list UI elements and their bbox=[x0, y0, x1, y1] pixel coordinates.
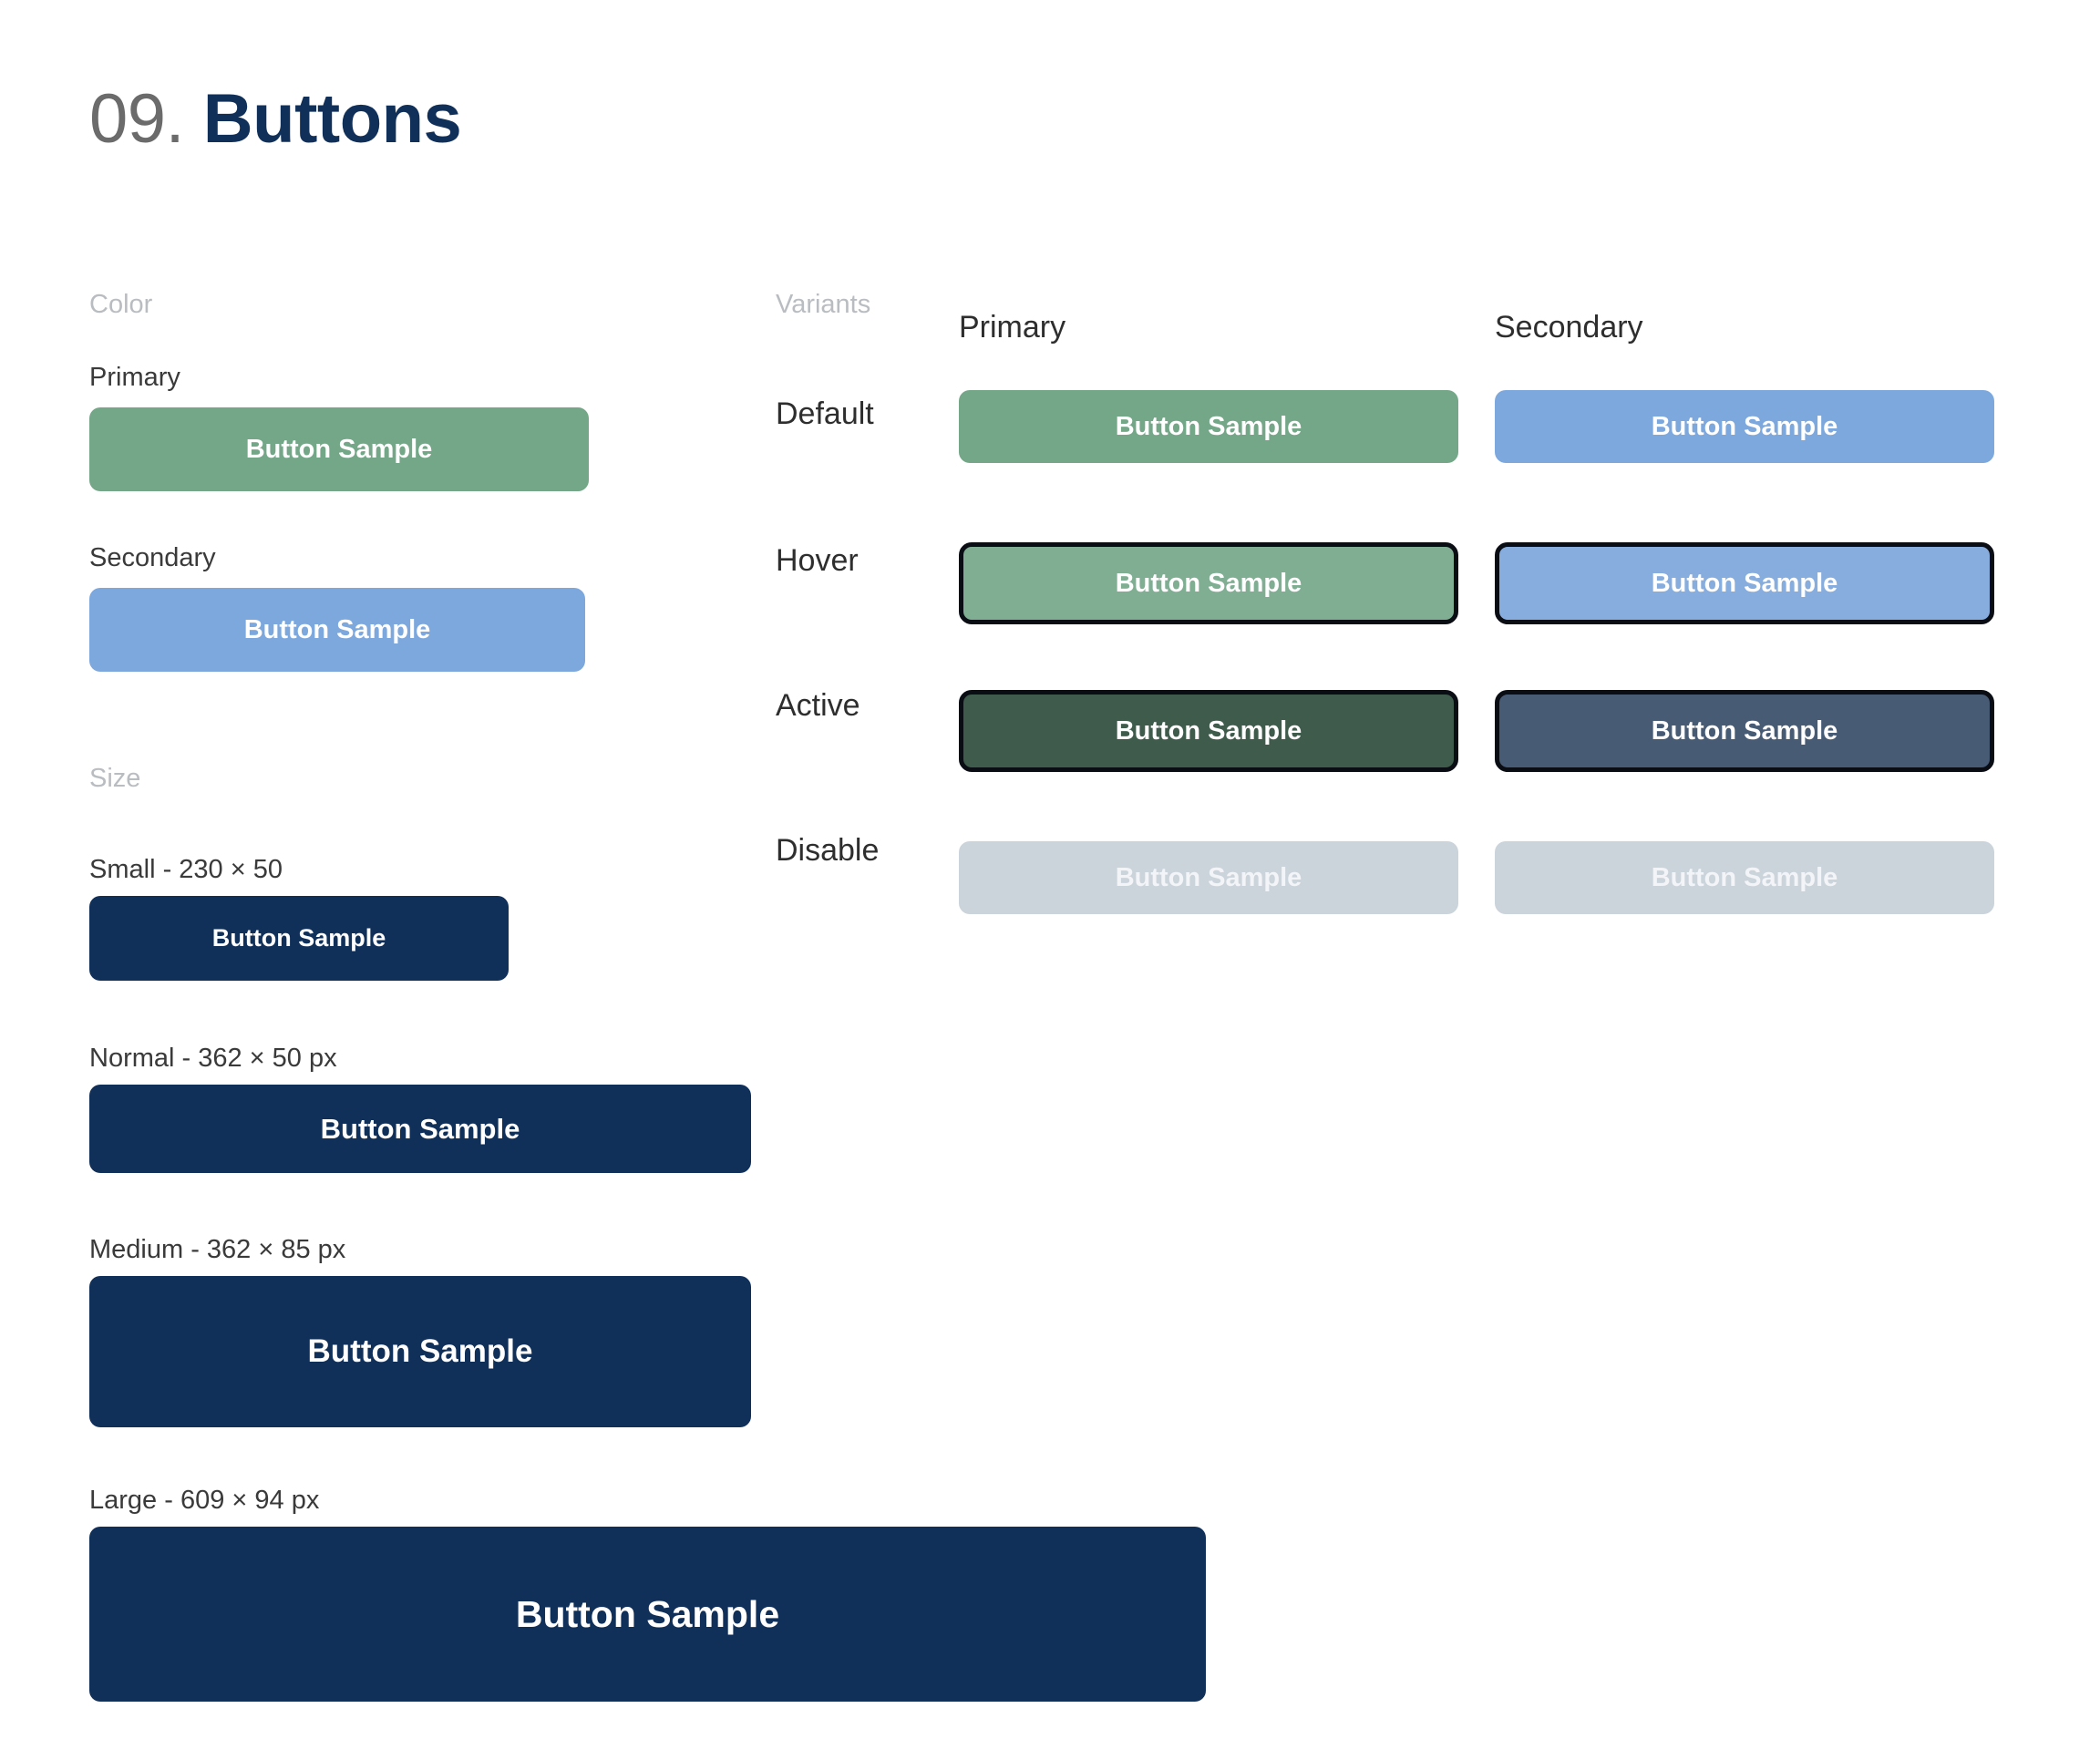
variants-section-heading: Variants bbox=[776, 290, 871, 319]
size-large-button[interactable]: Button Sample bbox=[89, 1527, 1206, 1702]
variant-secondary-hover-button[interactable]: Button Sample bbox=[1495, 542, 1994, 624]
variants-row-label-active: Active bbox=[776, 688, 860, 723]
size-normal-button[interactable]: Button Sample bbox=[89, 1085, 751, 1173]
variant-primary-hover-button[interactable]: Button Sample bbox=[959, 542, 1458, 624]
page-title-number: 09. bbox=[89, 80, 185, 158]
size-small-label: Small - 230 × 50 bbox=[89, 855, 283, 884]
size-medium-button[interactable]: Button Sample bbox=[89, 1276, 751, 1427]
color-section-heading: Color bbox=[89, 290, 153, 319]
size-small-button[interactable]: Button Sample bbox=[89, 896, 509, 981]
color-secondary-button[interactable]: Button Sample bbox=[89, 588, 585, 672]
variant-primary-disable-button: Button Sample bbox=[959, 841, 1458, 914]
variants-column-header-primary: Primary bbox=[959, 310, 1066, 345]
variant-secondary-default-button[interactable]: Button Sample bbox=[1495, 390, 1994, 463]
variants-column-header-secondary: Secondary bbox=[1495, 310, 1643, 345]
page-title-name: Buttons bbox=[202, 80, 462, 158]
size-section-heading: Size bbox=[89, 764, 141, 793]
color-secondary-label: Secondary bbox=[89, 543, 216, 572]
variant-secondary-active-button[interactable]: Button Sample bbox=[1495, 690, 1994, 772]
size-normal-label: Normal - 362 × 50 px bbox=[89, 1044, 337, 1073]
color-primary-label: Primary bbox=[89, 363, 180, 392]
variants-row-label-disable: Disable bbox=[776, 833, 880, 868]
variants-row-label-default: Default bbox=[776, 396, 874, 431]
size-large-label: Large - 609 × 94 px bbox=[89, 1486, 320, 1515]
page-title: 09. Buttons bbox=[89, 85, 462, 154]
color-primary-button[interactable]: Button Sample bbox=[89, 407, 589, 491]
size-medium-label: Medium - 362 × 85 px bbox=[89, 1235, 346, 1264]
variants-row-label-hover: Hover bbox=[776, 543, 859, 578]
variant-primary-active-button[interactable]: Button Sample bbox=[959, 690, 1458, 772]
variant-primary-default-button[interactable]: Button Sample bbox=[959, 390, 1458, 463]
variant-secondary-disable-button: Button Sample bbox=[1495, 841, 1994, 914]
